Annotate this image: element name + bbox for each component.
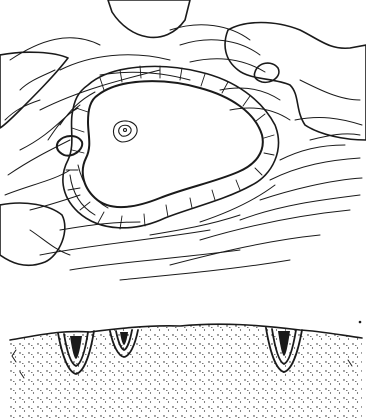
top-lobe bbox=[108, 0, 190, 37]
right-lobe bbox=[225, 23, 366, 141]
small-inclusion-left bbox=[57, 136, 82, 156]
left-lobe bbox=[0, 52, 68, 128]
plan-view bbox=[0, 0, 366, 280]
section-matrix bbox=[10, 324, 362, 419]
cross-section bbox=[10, 321, 362, 419]
lower-left-lobe bbox=[0, 203, 65, 265]
central-grain bbox=[83, 81, 263, 207]
reaction-rim bbox=[63, 66, 279, 227]
grain-nucleus bbox=[113, 121, 137, 142]
